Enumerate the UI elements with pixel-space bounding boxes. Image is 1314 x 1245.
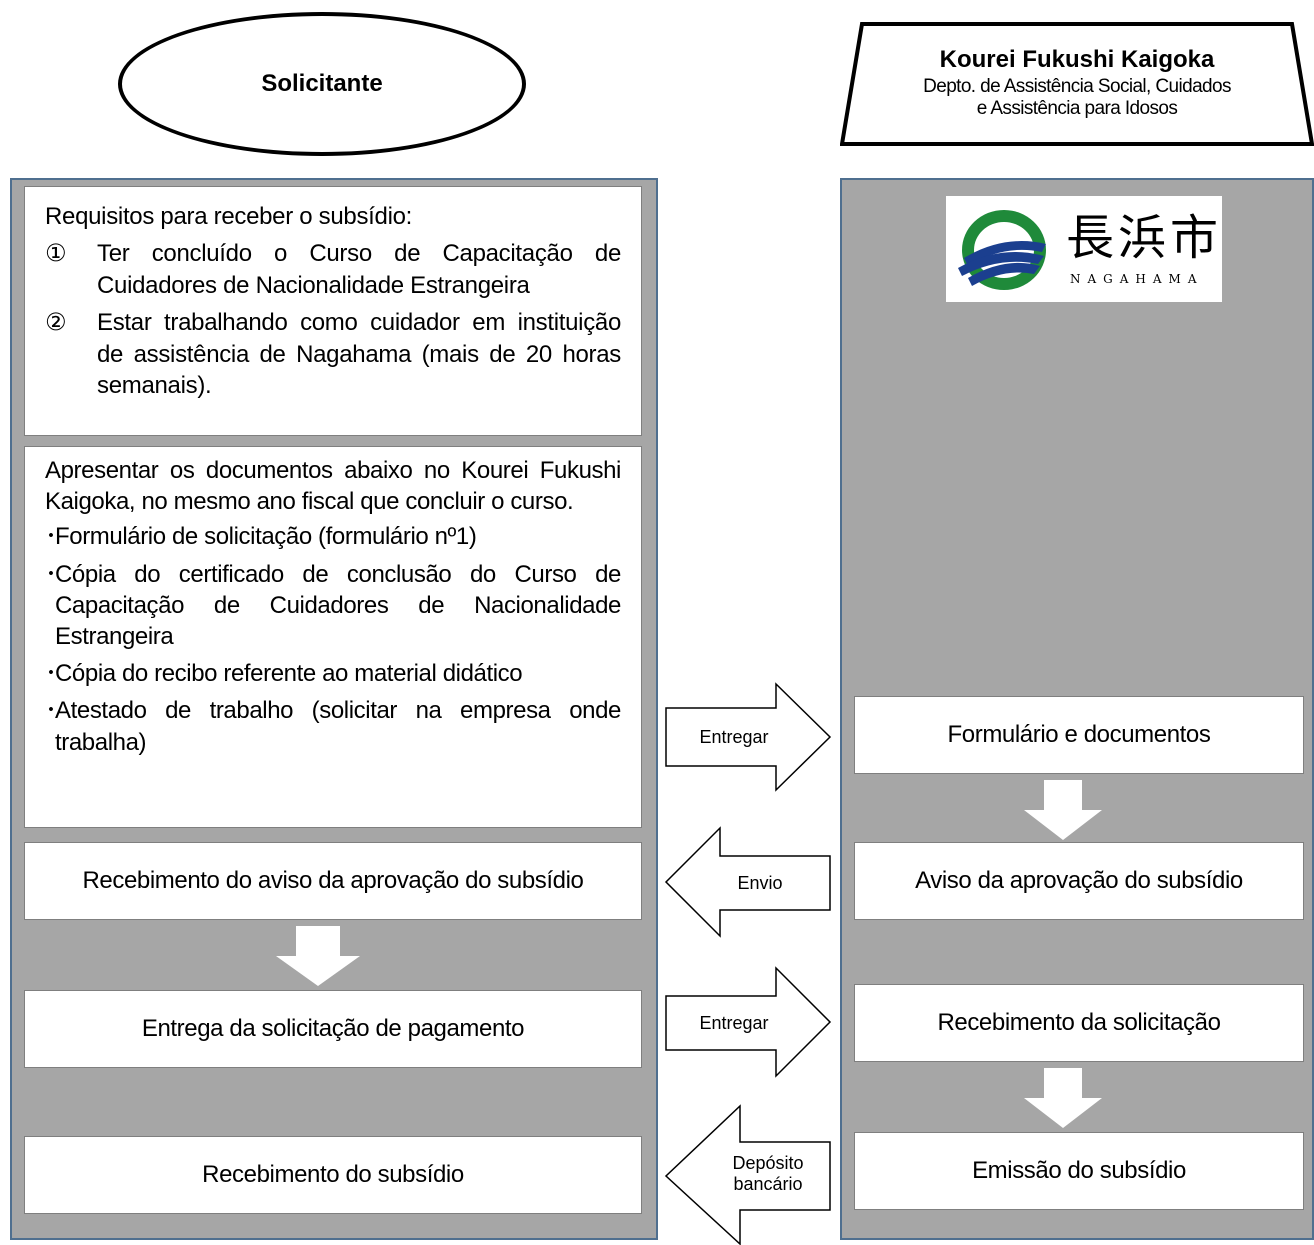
requirements-heading: Requisitos para receber o subsídio: (45, 203, 413, 230)
right-arrow-icon (665, 682, 832, 792)
approval-notice-step: Recebimento do aviso da aprovação do sub… (24, 842, 642, 920)
left-arrow-icon (664, 826, 831, 938)
document-text: Cópia do certificado de conclusão do Cur… (55, 560, 621, 650)
left-arrow-icon (664, 1104, 831, 1245)
down-arrow-icon (1024, 1068, 1102, 1128)
right-arrow-icon (665, 966, 832, 1078)
bullet: ･ (45, 523, 57, 551)
bullet: ･ (45, 560, 57, 588)
documents-intro: Apresentar os documentos abaixo no Koure… (45, 457, 621, 516)
document-text: Atestado de trabalho (solicitar na empre… (55, 697, 621, 756)
document-item: ･ Cópia do certificado de conclusão do C… (45, 559, 621, 653)
subsidy-received-label: Recebimento do subsídio (202, 1161, 464, 1188)
request-received-step: Recebimento da solicitação (854, 984, 1304, 1062)
approval-label: Aviso da aprovação do subsídio (915, 867, 1243, 894)
send-arrow-label: Envio (737, 872, 783, 893)
office-title: Kourei Fukushi Kaigoka (939, 46, 1215, 74)
office-header: Kourei Fukushi Kaigoka Depto. de Assistê… (840, 20, 1314, 146)
subsidy-received-step: Recebimento do subsídio (24, 1136, 642, 1214)
deposit-label-line1: Depósito (732, 1153, 804, 1174)
document-item: ･ Atestado de trabalho (solicitar na emp… (45, 695, 621, 757)
deliver-arrow-label: Entregar (699, 726, 769, 747)
payment-request-label: Entrega da solicitação de pagamento (141, 1015, 525, 1042)
requirement-item: ② Estar trabalhando como cuidador em ins… (45, 307, 621, 401)
office-subtitle-line2: e Assistência para Idosos (976, 97, 1178, 119)
logo-romaji: NAGAHAMA (1070, 272, 1204, 286)
document-text: Cópia do recibo referente ao material di… (55, 660, 523, 688)
applicant-header: Solicitante (118, 12, 526, 156)
payment-request-step: Entrega da solicitação de pagamento (24, 990, 642, 1068)
office-subtitle-line1: Depto. de Assistência Social, Cuidados (923, 75, 1231, 97)
logo-kanji: 長浜市 (1066, 210, 1223, 266)
document-item: ･ Formulário de solicitação (formulário … (45, 521, 621, 552)
requirement-number: ② (45, 309, 67, 337)
nagahama-emblem-icon (958, 210, 1046, 290)
forms-step: Formulário e documentos (854, 696, 1304, 774)
document-item: ･ Cópia do recibo referente ao material … (45, 658, 621, 689)
requirement-number: ① (45, 240, 67, 268)
deposit-label-line2: bancário (733, 1174, 803, 1194)
issuance-label: Emissão do subsídio (972, 1157, 1186, 1184)
forms-label: Formulário e documentos (947, 721, 1211, 748)
nagahama-logo: 長浜市 NAGAHAMA (946, 196, 1222, 302)
applicant-title: Solicitante (261, 70, 383, 97)
down-arrow-icon (1024, 780, 1102, 840)
approval-notice-label: Recebimento do aviso da aprovação do sub… (82, 867, 584, 894)
requirement-item: ① Ter concluído o Curso de Capacitação d… (45, 238, 621, 301)
requirement-text: Ter concluído o Curso de Capacitação de … (97, 240, 621, 299)
issuance-step: Emissão do subsídio (854, 1132, 1304, 1210)
document-text: Formulário de solicitação (formulário nº… (55, 523, 477, 551)
office-header-shape (840, 22, 1314, 146)
deliver-arrow-label: Entregar (699, 1012, 769, 1033)
approval-step: Aviso da aprovação do subsídio (854, 842, 1304, 920)
requirements-box: Requisitos para receber o subsídio: ① Te… (24, 186, 642, 436)
requirement-text: Estar trabalhando como cuidador em insti… (97, 309, 621, 400)
request-received-label: Recebimento da solicitação (937, 1009, 1221, 1036)
deposit-arrow-label: Depósito bancário (724, 1146, 812, 1202)
bullet: ･ (45, 660, 57, 688)
bullet: ･ (45, 697, 57, 725)
down-arrow-icon (276, 926, 360, 986)
documents-box: Apresentar os documentos abaixo no Koure… (24, 446, 642, 828)
